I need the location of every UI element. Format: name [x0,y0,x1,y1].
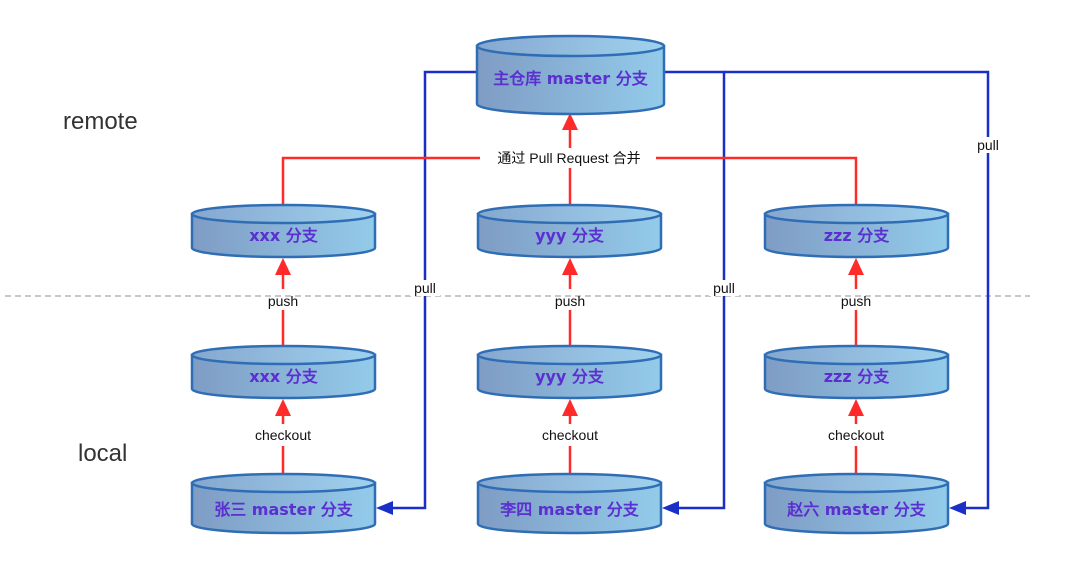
node-local-yyy: yyy 分支 [476,344,663,400]
pull-arrowhead-zhaoliu [949,501,966,515]
zone-label-local: local [78,440,127,467]
push-arrowhead-yyy [562,258,578,275]
push-checkout-arrowheads [275,258,864,416]
node-master-zhangsan: 张三 master 分支 [190,472,377,535]
node-label-main: 主仓库 master 分支 [493,69,649,88]
edge-label-merge: 通过 Pull Request 合并 [497,150,640,166]
node-remote-zzz: zzz 分支 [763,203,950,259]
node-master-lisi: 李四 master 分支 [476,472,663,535]
edge-label-push-zzz: push [841,293,871,309]
node-label-master-zhaoliu: 赵六 master 分支 [786,500,927,519]
edge-label-push-xxx: push [268,293,298,309]
edge-label-pull-lisi: pull [713,280,735,296]
edge-label-checkout-zzz: checkout [828,427,884,443]
node-remote-xxx: xxx 分支 [190,203,377,259]
pull-lines [388,70,990,510]
pull-label-bg-zhaoliu [973,137,1003,153]
edge-label-pull-zhangsan: pull [414,280,436,296]
merge-lines [281,128,858,205]
checkout-arrowhead-zzz [848,399,864,416]
zone-label-remote: remote [63,108,138,135]
edge-label-push-yyy: push [555,293,585,309]
node-master-zhaoliu: 赵六 master 分支 [763,472,950,535]
checkout-arrowhead-xxx [275,399,291,416]
node-label-local-zzz: zzz 分支 [824,367,891,386]
pull-arrowhead-lisi [662,501,679,515]
checkout-arrowhead-yyy [562,399,578,416]
edge-label-checkout-yyy: checkout [542,427,598,443]
push-arrowhead-xxx [275,258,291,275]
node-remote-yyy: yyy 分支 [476,203,663,259]
merge-arrowhead [562,113,578,130]
merge-line-zzz [656,156,858,205]
merge-line-xxx [281,156,480,205]
node-label-master-lisi: 李四 master 分支 [499,500,640,519]
edge-label-checkout-xxx: checkout [255,427,311,443]
node-label-local-yyy: yyy 分支 [535,367,605,386]
pull-label-bg-lisi [709,280,739,296]
pull-line-zhaoliu [724,70,990,510]
edge-label-pull-zhaoliu: pull [977,137,999,153]
push-arrowhead-zzz [848,258,864,275]
node-local-xxx: xxx 分支 [190,344,377,400]
node-label-remote-zzz: zzz 分支 [824,226,891,245]
node-label-remote-yyy: yyy 分支 [535,226,605,245]
pull-arrowheads [376,501,966,515]
node-local-zzz: zzz 分支 [763,344,950,400]
pull-arrowhead-zhangsan [376,501,393,515]
node-label-master-zhangsan: 张三 master 分支 [214,500,354,519]
pull-label-bg-zhangsan [410,280,440,296]
node-main-repo: 主仓库 master 分支 [475,34,666,116]
node-label-local-xxx: xxx 分支 [249,367,319,386]
node-label-remote-xxx: xxx 分支 [249,226,319,245]
